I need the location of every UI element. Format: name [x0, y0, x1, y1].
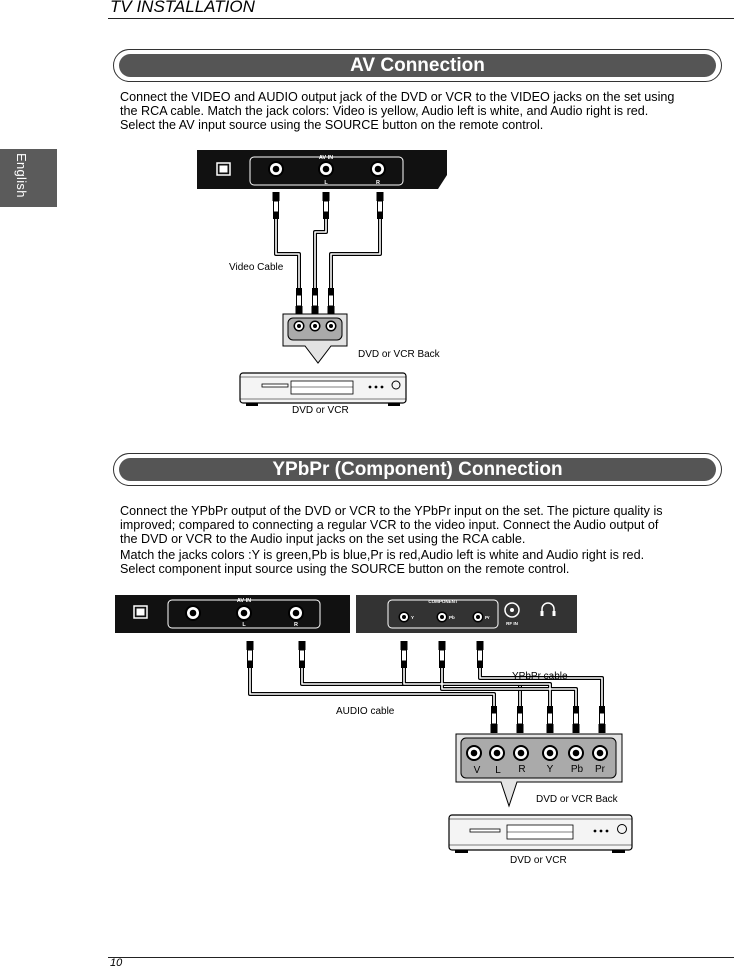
ypbpr-dvd-back-label: DVD or VCR Back	[536, 794, 618, 805]
dvd-video-out-jack	[293, 320, 305, 332]
rca-plug	[598, 705, 606, 734]
av-instruction-line: Connect the VIDEO and AUDIO output jack …	[120, 90, 675, 104]
av-connection-banner: AV Connection	[113, 49, 722, 82]
ypbpr-component-cable	[402, 667, 604, 706]
dvd-jack-label-v: V	[474, 765, 481, 776]
ypbpr-av-left-label: L	[242, 622, 246, 628]
rca-plug	[490, 705, 498, 734]
footer-rule	[108, 957, 734, 958]
av-instruction-line: the RCA cable. Match the jack colors: Vi…	[120, 104, 649, 118]
ypbpr-dvd-back-panel: V L R Y Pb Pr	[455, 733, 623, 808]
dvd-jack-label-pr: Pr	[595, 764, 606, 775]
dvd-audio-left-jack	[309, 320, 321, 332]
rca-plug	[572, 705, 580, 734]
rca-plug	[516, 705, 524, 734]
rca-plug	[246, 640, 254, 669]
audio-right-jack	[288, 605, 304, 621]
language-tab-label: English	[14, 153, 29, 198]
ypbpr-connection-heading: YPbPr (Component) Connection	[119, 458, 716, 481]
rca-plug	[476, 640, 484, 669]
header-rule	[108, 18, 734, 19]
av-dvd-player	[239, 372, 407, 406]
component-pr-label: Pr	[485, 615, 490, 620]
ypbpr-instructions: Connect the YPbPr output of the DVD or V…	[120, 504, 663, 576]
ypbpr-dvd-player	[448, 814, 633, 853]
rca-plug	[376, 191, 384, 220]
page-number: 10	[110, 957, 123, 969]
dvd-pr-jack	[592, 745, 608, 761]
ypbpr-cable-label: YPbPr cable	[512, 671, 568, 682]
ypbpr-av-right-label: R	[294, 622, 298, 628]
page-header-title: TV INSTALLATION	[110, 0, 255, 16]
ypbpr-tv-component-panel: COMPONENT Y Pb Pr RF IN	[356, 595, 577, 633]
ypbpr-instruction-line: improved; compared to connecting a regul…	[120, 518, 659, 532]
dvd-audio-right-jack	[325, 320, 337, 332]
av-instruction-line: Select the AV input source using the SOU…	[120, 118, 544, 132]
av-panel-left-label: L	[324, 180, 328, 186]
ypbpr-av-panel-title: AV IN	[237, 598, 251, 604]
av-panel-right-label: R	[376, 180, 380, 186]
headphone-icon	[541, 602, 555, 614]
component-pr-jack	[472, 611, 484, 623]
dvd-audio-left-jack	[489, 745, 505, 761]
av-dvd-label: DVD or VCR	[292, 405, 349, 416]
video-cable-label: Video Cable	[229, 262, 284, 273]
rca-plug	[438, 640, 446, 669]
component-y-jack	[398, 611, 410, 623]
audio-left-jack	[318, 161, 334, 177]
rca-plug	[272, 191, 280, 220]
ypbpr-instruction-line: Select component input source using the …	[120, 562, 570, 576]
ypbpr-instruction-line: Connect the YPbPr output of the DVD or V…	[120, 504, 663, 518]
dvd-audio-right-jack	[513, 745, 529, 761]
av-rca-cable	[274, 218, 382, 292]
component-panel-title: COMPONENT	[428, 599, 458, 604]
av-instructions: Connect the VIDEO and AUDIO output jack …	[120, 90, 674, 132]
language-tab: English	[0, 149, 57, 207]
ypbpr-instruction-line: the DVD or VCR to the Audio input jacks …	[120, 532, 526, 546]
audio-cable-label: AUDIO cable	[336, 706, 395, 717]
rca-plug	[298, 640, 306, 669]
rca-plug	[327, 287, 335, 316]
ypbpr-dvd-label: DVD or VCR	[510, 855, 567, 866]
ypbpr-instruction-line: Match the jacks colors :Y is green,Pb is…	[120, 548, 645, 562]
rf-in-label: RF IN	[506, 621, 518, 626]
rca-plug	[400, 640, 408, 669]
dvd-y-jack	[542, 745, 558, 761]
dvd-jack-label-y: Y	[547, 764, 554, 775]
video-in-jack	[268, 161, 284, 177]
av-tv-panel: AV IN L R	[197, 150, 447, 189]
ypbpr-connection-banner: YPbPr (Component) Connection	[113, 453, 722, 486]
ypbpr-tv-av-panel: AV IN L R	[115, 595, 350, 633]
av-dvd-back-panel	[282, 313, 348, 364]
av-dvd-back-label: DVD or VCR Back	[358, 349, 440, 360]
component-y-label: Y	[411, 615, 414, 620]
av-connection-heading: AV Connection	[119, 54, 716, 77]
dvd-jack-label-r: R	[518, 764, 525, 775]
video-in-jack	[185, 605, 201, 621]
rca-plug	[546, 705, 554, 734]
dvd-jack-label-pb: Pb	[571, 764, 584, 775]
component-pb-jack	[436, 611, 448, 623]
rca-plug	[322, 191, 330, 220]
audio-right-jack	[370, 161, 386, 177]
dvd-pb-jack	[568, 745, 584, 761]
rca-plug	[295, 287, 303, 316]
rca-plug	[311, 287, 319, 316]
audio-left-jack	[236, 605, 252, 621]
dvd-video-jack	[466, 745, 482, 761]
component-pb-label: Pb	[449, 615, 455, 620]
av-panel-title: AV IN	[319, 155, 333, 161]
dvd-jack-label-l: L	[495, 765, 501, 776]
